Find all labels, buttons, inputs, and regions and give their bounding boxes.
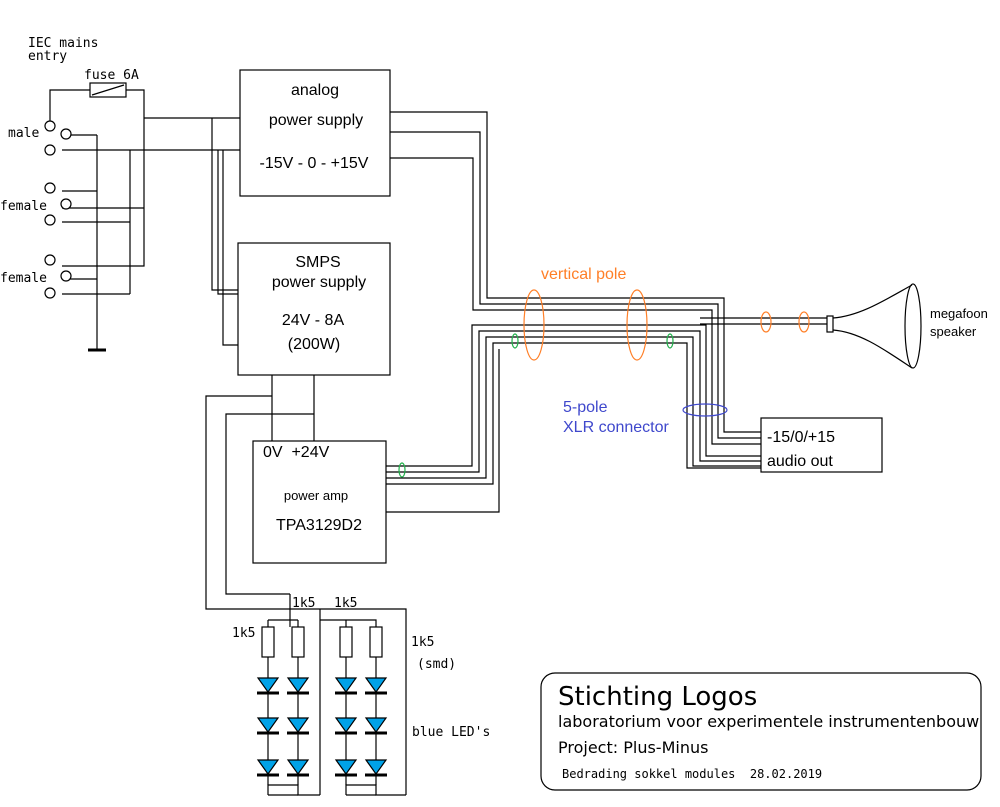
audio-cable: [386, 324, 761, 513]
title-block-subtitle: laboratorium voor experimentele instrume…: [558, 712, 979, 731]
resistor-label-1: 1k5: [292, 596, 315, 611]
title-block-title: Stichting Logos: [558, 682, 757, 712]
megafoon-speaker-icon: [826, 283, 922, 369]
analog-ps-box: [239, 69, 391, 197]
title-block-footer: Bedrading sokkel modules 28.02.2019: [562, 767, 822, 781]
title-block-box: [540, 672, 982, 791]
vertical-pole-rings: [523, 289, 810, 361]
amp-box: [252, 440, 387, 564]
connector-label-2: audio out: [767, 453, 833, 470]
male-label: male: [8, 126, 39, 141]
fuse-label: fuse 6A: [84, 68, 139, 83]
female-label-2: female: [0, 271, 47, 286]
mains-label-1: IEC mains: [28, 36, 98, 51]
amp-label: power amp: [284, 488, 348, 503]
smps-title: SMPS: [295, 254, 340, 271]
analog-ps-title: analog: [291, 82, 339, 99]
xlr-ring: [682, 403, 728, 417]
amp-rails: 0V +24V: [263, 444, 330, 461]
xlr-label-2: XLR connector: [563, 419, 670, 436]
smd-label: (smd): [417, 657, 456, 672]
smps-subtitle: power supply: [272, 274, 366, 291]
vertical-pole-label: vertical pole: [541, 266, 626, 283]
resistor-label-4: 1k5: [411, 635, 434, 650]
speaker-label-2: speaker: [930, 324, 977, 339]
amp-chip: TPA3129D2: [276, 517, 362, 534]
blue-led-icons: [256, 677, 388, 777]
female-label-1: female: [0, 199, 47, 214]
xlr-label-1: 5-pole: [563, 399, 608, 416]
mains-label-2: entry: [28, 49, 67, 64]
connector-label-1: -15/0/+15: [767, 429, 835, 446]
connector-box: [760, 417, 883, 473]
analog-ps-subtitle: power supply: [269, 112, 363, 129]
resistor-label-2: 1k5: [334, 596, 357, 611]
title-block-project: Project: Plus-Minus: [558, 738, 708, 757]
mains-wiring: [44, 82, 240, 352]
led-label: blue LED's: [412, 725, 490, 740]
speaker-label-1: megafoon: [930, 306, 988, 321]
resistor-label-3: 1k5: [232, 626, 255, 641]
led-board-2: [320, 619, 406, 796]
smps-power: (200W): [288, 336, 340, 353]
smps-rating: 24V - 8A: [282, 312, 345, 329]
analog-cable: [390, 111, 761, 445]
cable-shield-marks: [398, 333, 674, 478]
analog-ps-voltage: -15V - 0 - +15V: [260, 155, 369, 172]
